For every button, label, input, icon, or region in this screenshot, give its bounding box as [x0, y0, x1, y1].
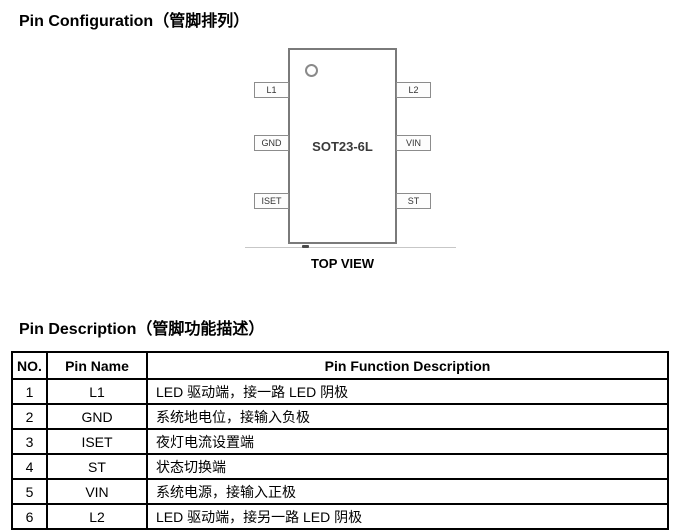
pin-box-st: ST [396, 193, 431, 209]
table-row: 5 VIN 系统电源，接输入正极 [11, 478, 669, 505]
pin-box-vin: VIN [396, 135, 431, 151]
cell-pin: VIN [46, 478, 148, 505]
cell-pin: ISET [46, 428, 148, 455]
cell-desc: LED 驱动端，接一路 LED 阴极 [146, 378, 669, 405]
table-row: 4 ST 状态切换端 [11, 453, 669, 480]
cell-no: 6 [11, 503, 48, 530]
table-header-row: NO. Pin Name Pin Function Description [11, 351, 669, 380]
cell-no: 5 [11, 478, 48, 505]
cell-desc: 系统电源，接输入正极 [146, 478, 669, 505]
cell-pin: GND [46, 403, 148, 430]
pin1-indicator-dot [305, 64, 318, 77]
cell-desc: 系统地电位，接输入负极 [146, 403, 669, 430]
pin-box-iset: ISET [254, 193, 289, 209]
pin-description-title: Pin Description（管脚功能描述） [19, 321, 265, 338]
cell-no: 2 [11, 403, 48, 430]
cell-no: 1 [11, 378, 48, 405]
table-row: 3 ISET 夜灯电流设置端 [11, 428, 669, 455]
pin-description-table: NO. Pin Name Pin Function Description 1 … [11, 351, 669, 530]
top-view-label: TOP VIEW [310, 256, 375, 271]
cell-no: 4 [11, 453, 48, 480]
header-no: NO. [11, 351, 48, 380]
table-row: 1 L1 LED 驱动端，接一路 LED 阴极 [11, 378, 669, 405]
pin-box-l2: L2 [396, 82, 431, 98]
pin-configuration-title: Pin Configuration（管脚排列） [19, 13, 250, 30]
cell-desc: 状态切换端 [146, 453, 669, 480]
cell-pin: L1 [46, 378, 148, 405]
package-label: SOT23-6L [312, 139, 373, 154]
cell-no: 3 [11, 428, 48, 455]
cell-desc: 夜灯电流设置端 [146, 428, 669, 455]
chip-body [288, 48, 397, 244]
pin-box-l1: L1 [254, 82, 289, 98]
header-pin-name: Pin Name [46, 351, 148, 380]
cell-desc: LED 驱动端，接另一路 LED 阴极 [146, 503, 669, 530]
table-row: 6 L2 LED 驱动端，接另一路 LED 阴极 [11, 503, 669, 530]
diagram-baseline [245, 247, 456, 248]
header-pin-function: Pin Function Description [146, 351, 669, 380]
diagram-baseline-mark [302, 245, 309, 248]
table-row: 2 GND 系统地电位，接输入负极 [11, 403, 669, 430]
cell-pin: ST [46, 453, 148, 480]
cell-pin: L2 [46, 503, 148, 530]
pin-box-gnd: GND [254, 135, 289, 151]
